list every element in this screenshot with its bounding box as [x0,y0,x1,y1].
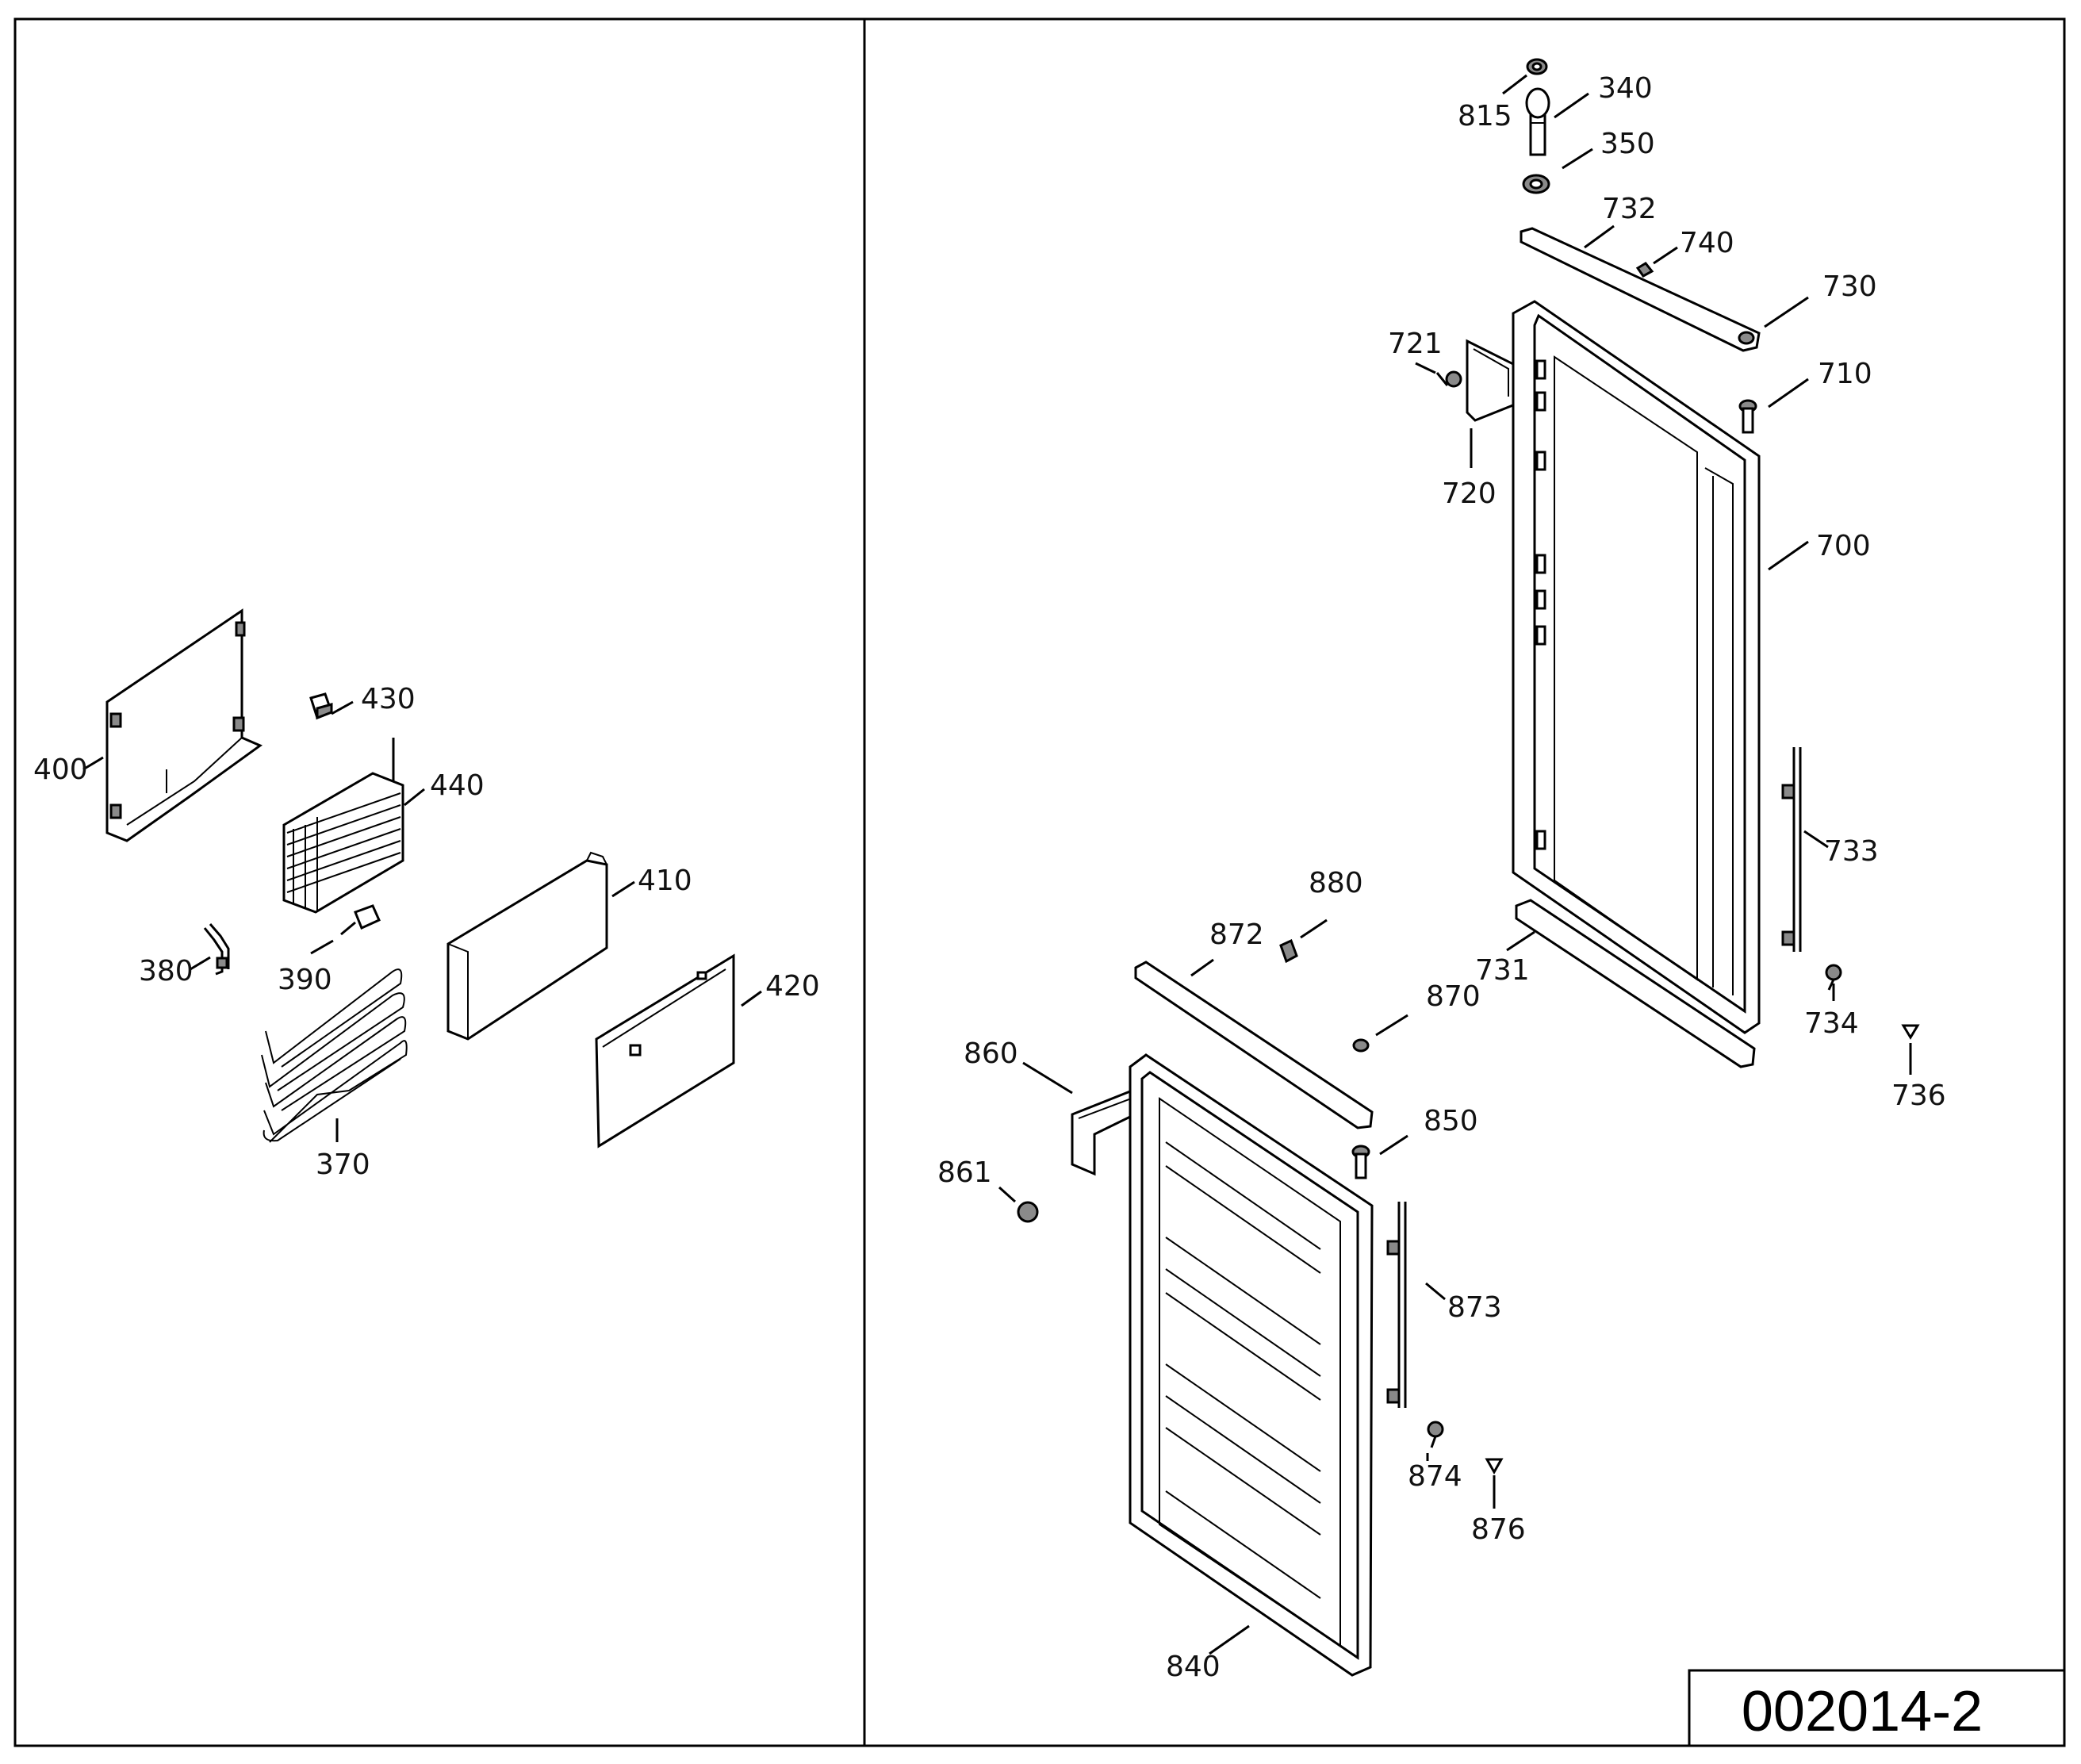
part-850-screw [1351,1145,1370,1179]
part-710-screw [1738,399,1757,434]
left-panel: 400 430 440 410 420 380 390 370 [33,608,820,1181]
part-430-clip [309,692,333,720]
part-733-handle [1781,747,1802,952]
part-400-plate [105,608,263,842]
label-860: 860 [964,1037,1018,1070]
part-872-strip [1134,961,1374,1129]
label-861: 861 [937,1156,992,1189]
label-350: 350 [1600,128,1655,160]
part-880 [1279,938,1298,964]
part-721-screw [1435,370,1462,388]
part-876-cap [1485,1458,1504,1475]
label-850: 850 [1424,1105,1478,1137]
label-840: 840 [1166,1651,1221,1683]
part-730-nut [1738,331,1755,345]
part-390-sensor [340,904,381,936]
part-873-handle [1386,1202,1407,1408]
part-720-bracket [1466,339,1516,422]
label-710: 710 [1818,358,1872,390]
label-870: 870 [1426,980,1481,1013]
part-700-door-frame [1512,300,1761,1034]
label-880: 880 [1309,867,1363,899]
label-740: 740 [1680,227,1734,259]
label-420: 420 [765,970,820,1003]
label-440: 440 [430,769,485,802]
part-874-screw [1427,1421,1444,1448]
part-420-panel [595,953,735,1149]
label-720: 720 [1442,477,1497,510]
part-870-nut [1352,1038,1370,1053]
label-734: 734 [1804,1007,1859,1040]
part-731-strip [1515,899,1756,1068]
label-736: 736 [1891,1079,1946,1112]
label-733: 733 [1824,835,1879,868]
label-340: 340 [1598,72,1653,105]
part-740 [1635,262,1654,278]
label-390: 390 [278,964,332,996]
label-380: 380 [139,955,194,987]
label-876: 876 [1471,1513,1526,1546]
label-400: 400 [33,754,88,786]
label-430: 430 [361,683,416,715]
drawing-frame [13,17,2066,1747]
label-370: 370 [316,1149,370,1181]
part-840-door [1129,1053,1374,1677]
label-874: 874 [1408,1460,1462,1493]
right-leaders [1022,74,1912,1655]
part-440-evaporator [282,738,404,914]
part-370-heater [261,968,408,1143]
part-380-bracket [203,923,230,976]
label-732: 732 [1602,193,1657,225]
right-panel: 815 340 350 732 740 730 721 710 720 700 … [937,58,1946,1683]
label-872: 872 [1209,918,1264,951]
label-410: 410 [638,865,692,897]
part-732-strip [1520,227,1761,352]
part-736-cap [1901,1024,1920,1040]
label-721: 721 [1388,328,1443,360]
label-700: 700 [1816,530,1871,562]
label-731: 731 [1475,954,1530,987]
part-340-pin [1525,87,1550,156]
label-815: 815 [1458,100,1512,132]
doc-number: 002014-2 [1742,1680,1983,1743]
title-block: 002014-2 [1688,1669,2066,1747]
part-734-screw [1825,964,1842,991]
left-leaders [82,700,762,1142]
label-873: 873 [1447,1291,1502,1324]
part-861-screw [998,1186,1039,1223]
part-410-cover [446,851,608,1041]
label-730: 730 [1822,270,1877,303]
